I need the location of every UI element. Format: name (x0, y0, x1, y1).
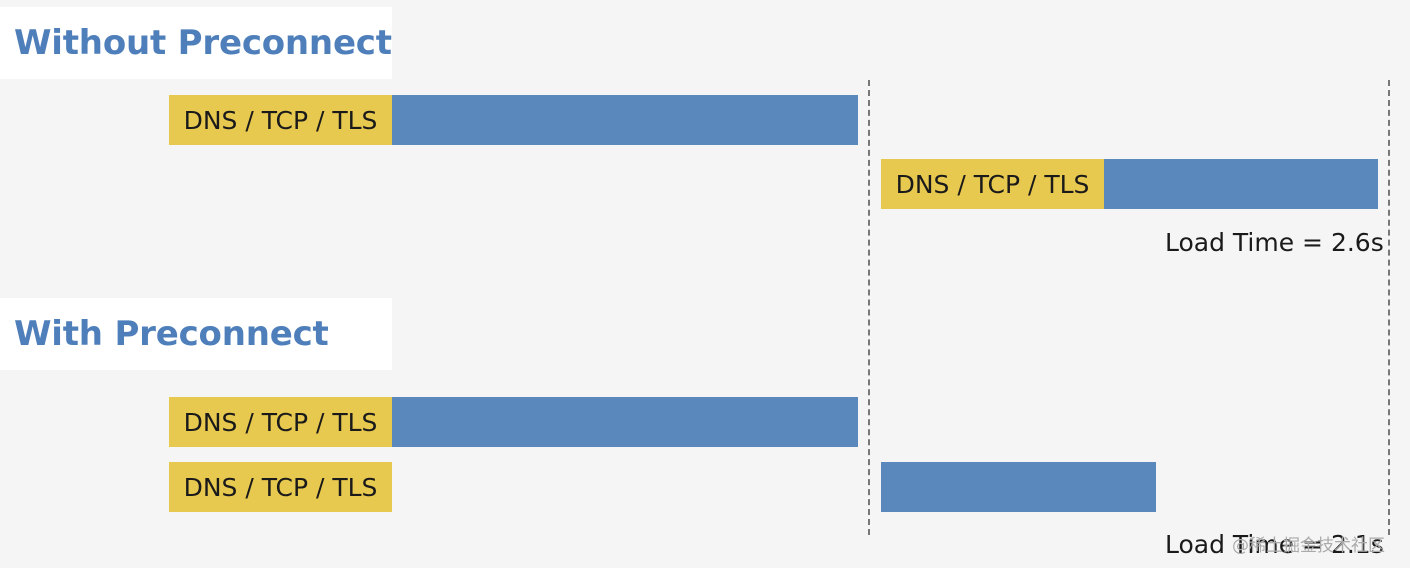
request-transfer-segment (881, 462, 1156, 512)
with-row-2-transfer (881, 462, 1156, 512)
without-load-time: Load Time = 2.6s (1165, 228, 1384, 257)
with-preconnect-title-text: With Preconnect (14, 314, 329, 354)
dns-tcp-tls-label: DNS / TCP / TLS (895, 169, 1090, 199)
dns-tcp-tls-segment: DNS / TCP / TLS (169, 397, 392, 447)
dns-tcp-tls-segment: DNS / TCP / TLS (169, 95, 392, 145)
without-row-2: DNS / TCP / TLS (881, 159, 1378, 209)
dns-tcp-tls-segment: DNS / TCP / TLS (881, 159, 1104, 209)
request-transfer-segment (392, 95, 858, 145)
with-preconnect-title: With Preconnect (0, 298, 392, 370)
request-transfer-segment (392, 397, 858, 447)
without-row-1: DNS / TCP / TLS (169, 95, 858, 145)
without-preconnect-title: Without Preconnect (0, 7, 392, 79)
dns-tcp-tls-segment: DNS / TCP / TLS (169, 462, 392, 512)
dns-tcp-tls-label: DNS / TCP / TLS (183, 105, 378, 135)
with-row-2-dns: DNS / TCP / TLS (169, 462, 392, 512)
divider-line-first-request-end (868, 80, 870, 535)
watermark: @稀土掘金技术社区 (1232, 536, 1385, 556)
dns-tcp-tls-label: DNS / TCP / TLS (183, 407, 378, 437)
request-transfer-segment (1104, 159, 1378, 209)
dns-tcp-tls-label: DNS / TCP / TLS (183, 472, 378, 502)
with-row-1: DNS / TCP / TLS (169, 397, 858, 447)
divider-line-load-end (1388, 80, 1390, 535)
with-load-time: Load Time = 2.1s (1165, 530, 1384, 559)
without-preconnect-title-text: Without Preconnect (14, 23, 392, 63)
